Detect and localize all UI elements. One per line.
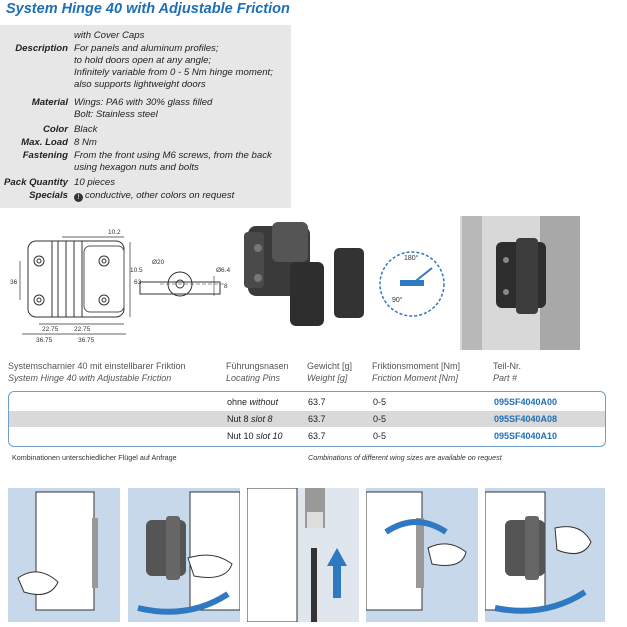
parts-table: ohne without 63.7 0-5 095SF4040A00 Nut 8…: [8, 391, 606, 447]
hinge-side-view-drawing: [139, 271, 226, 297]
column-header-weight: Gewicht [g] Weight [g]: [307, 361, 353, 383]
pins-cell: ohne without: [227, 397, 279, 407]
note-english: Combinations of different wing sizes are…: [308, 453, 502, 462]
installation-step-4-image: [365, 488, 478, 622]
friction-cell: 0-5: [373, 431, 387, 441]
dim-label: 10.2: [108, 229, 121, 236]
hinge-product-image: [244, 222, 364, 326]
part-number-link[interactable]: 095SF4040A10: [494, 431, 558, 441]
weight-cell: 63.7: [308, 431, 326, 441]
spec-line: 8 Nm: [74, 137, 97, 148]
dim-label: 10.5: [130, 267, 143, 274]
spec-key: Material: [31, 97, 68, 108]
dim-label: 36: [10, 279, 18, 286]
spec-line: Infinitely variable from 0 - 5 Nm hinge …: [74, 67, 273, 78]
spec-line: 10 pieces: [74, 177, 116, 188]
column-header-product: Systemscharnier 40 mit einstellbarer Fri…: [8, 361, 186, 383]
spec-key: Color: [42, 124, 68, 135]
spec-line: with Cover Caps: [74, 30, 145, 41]
part-number-link[interactable]: 095SF4040A08: [494, 414, 558, 424]
column-header-friction: Friktionsmoment [Nm] Friction Moment [Nm…: [372, 361, 461, 383]
spec-line: Bolt: Stainless steel: [74, 109, 158, 120]
spec-line: Wings: PA6 with 30% glass filled: [74, 97, 213, 108]
page-title: System Hinge 40 with Adjustable Friction: [6, 1, 290, 17]
installation-step-1-image: [8, 488, 120, 622]
angle-label: 180°: [404, 254, 419, 262]
table-row: Nut 8 slot 8 63.7 0-5 095SF4040A08: [9, 411, 605, 427]
angle-label: 90°: [392, 296, 403, 304]
table-row: ohne without 63.7 0-5 095SF4040A00: [9, 394, 605, 410]
weight-cell: 63.7: [308, 397, 326, 407]
note-german: Kombinationen unterschiedlicher Flügel a…: [12, 453, 177, 462]
dim-label: 22.75: [74, 326, 91, 333]
friction-cell: 0-5: [373, 414, 387, 424]
dim-label: 8: [224, 283, 228, 290]
column-header-pins: Führungsnasen Locating Pins: [226, 361, 289, 383]
dim-label: 36.75: [78, 337, 95, 344]
dim-label: Ø20: [152, 259, 165, 266]
dim-label: 63: [134, 279, 142, 286]
column-header-part: Teil-Nr. Part #: [493, 361, 522, 383]
pins-cell: Nut 8 slot 8: [227, 414, 273, 424]
spec-line: using hexagon nuts and bolts: [74, 162, 199, 173]
installed-hinge-image: [460, 216, 580, 350]
spec-line: also supports lightweight doors: [74, 79, 206, 90]
table-row: Nut 10 slot 10 63.7 0-5 095SF4040A10: [9, 428, 605, 444]
weight-cell: 63.7: [308, 414, 326, 424]
spec-key: Pack Quantity: [4, 177, 68, 188]
opening-angle-diagram: 180° 90°: [379, 251, 445, 317]
conductive-icon: !: [74, 193, 83, 202]
specification-panel: with Cover Caps Description For panels a…: [0, 25, 291, 208]
installation-step-3-image: [246, 487, 359, 623]
spec-line: For panels and aluminum profiles;: [74, 43, 219, 54]
spec-key: Max. Load: [21, 137, 68, 148]
spec-key: Description: [15, 43, 68, 54]
spec-key: Fastening: [22, 150, 68, 161]
pins-cell: Nut 10 slot 10: [227, 431, 283, 441]
spec-line: to hold doors open at any angle;: [74, 55, 212, 66]
installation-step-5-image: [484, 488, 605, 622]
dim-label: 22.75: [42, 326, 59, 333]
spec-line: conductive, other colors on request: [85, 190, 235, 201]
hinge-front-view-drawing: [19, 236, 131, 335]
technical-drawings: 10.2 36 63 22.75 22.75 36.75 36.75 10.5 …: [10, 216, 580, 350]
dim-label: Ø6.4: [216, 267, 230, 274]
spec-line: From the front using M6 screws, from the…: [74, 150, 272, 161]
spec-line: Black: [74, 124, 98, 135]
dim-label: 36.75: [36, 337, 53, 344]
installation-step-2-image: [128, 488, 241, 622]
part-number-link[interactable]: 095SF4040A00: [494, 397, 558, 407]
dimension-labels: 10.2 36 63 22.75 22.75 36.75 36.75 10.5 …: [10, 229, 230, 344]
friction-cell: 0-5: [373, 397, 387, 407]
spec-key: Specials: [29, 190, 68, 201]
